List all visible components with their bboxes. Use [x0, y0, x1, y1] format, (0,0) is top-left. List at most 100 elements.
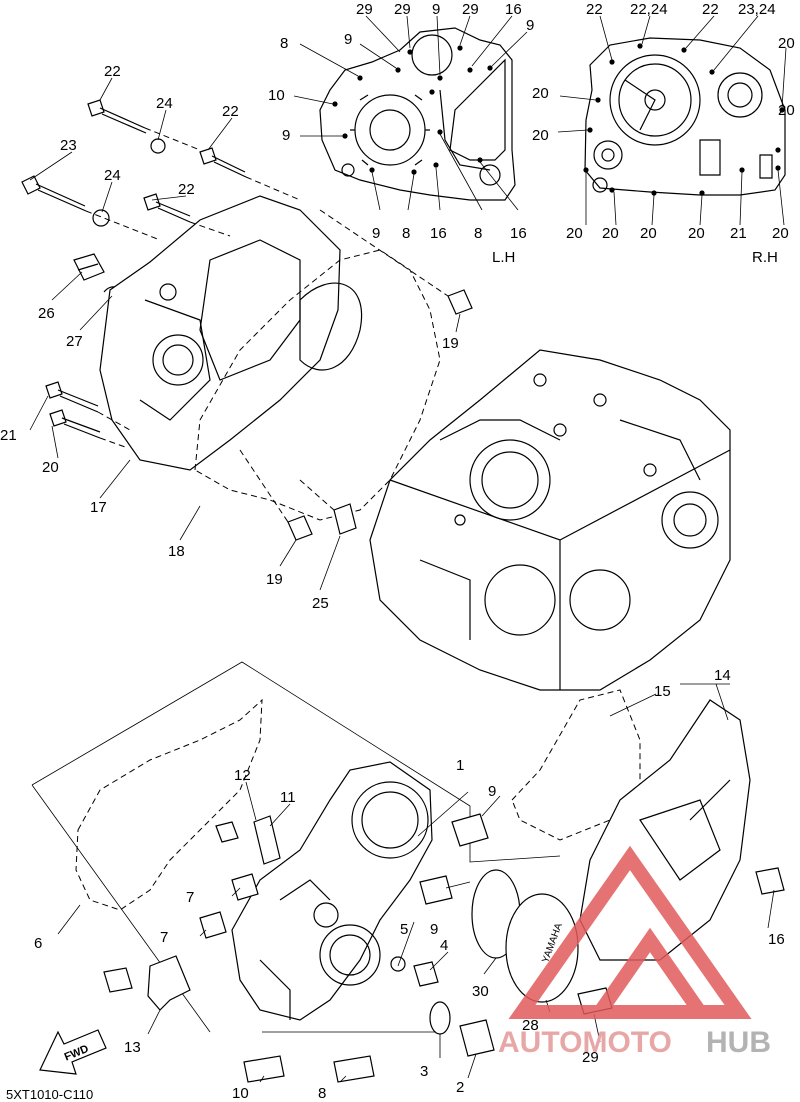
- bolt-22: [143, 193, 191, 223]
- callout-23: 23: [60, 137, 77, 154]
- callout-16: 16: [510, 225, 527, 242]
- bolt-20: [49, 409, 101, 439]
- callout-5: 5: [400, 921, 408, 938]
- callout-8: 8: [318, 1085, 326, 1102]
- callout-30: 30: [472, 983, 489, 1000]
- callout-20: 20: [778, 35, 795, 52]
- bolt-23: [21, 175, 87, 212]
- callout-26: 26: [38, 305, 55, 322]
- oring-3: [429, 1001, 451, 1035]
- bolt-21: [45, 381, 99, 413]
- callout-20: 20: [532, 85, 549, 102]
- callout-24: 24: [104, 167, 121, 184]
- callout-22: 22: [222, 103, 239, 120]
- callout-8: 8: [402, 225, 410, 242]
- dowel-7: [199, 911, 227, 939]
- callout-6: 6: [34, 935, 42, 952]
- callout-9: 9: [488, 783, 496, 800]
- callout-22: 22: [586, 1, 603, 18]
- callout-24: 24: [156, 95, 173, 112]
- callout-20: 20: [602, 225, 619, 242]
- plug-2: [459, 1019, 495, 1057]
- callout-14: 14: [714, 667, 731, 684]
- callout-9: 9: [432, 1, 440, 18]
- callout-22: 22: [178, 181, 195, 198]
- sensor-11: [253, 815, 281, 865]
- callout-1: 1: [456, 757, 464, 774]
- callout-9: 9: [344, 31, 352, 48]
- cover-15: [511, 689, 641, 841]
- bolt-9: [451, 813, 489, 847]
- callout-20: 20: [772, 225, 789, 242]
- dowel-19: [287, 515, 313, 541]
- cover-14: [579, 699, 751, 961]
- callout-2: 2: [456, 1079, 464, 1096]
- washer-24: [150, 138, 166, 154]
- callout-16: 16: [430, 225, 447, 242]
- fwd-arrow: FWD: [39, 1029, 107, 1075]
- callout-20: 20: [778, 102, 795, 119]
- callout-20: 20: [42, 459, 59, 476]
- callout-21: 21: [730, 225, 747, 242]
- callout-16: 16: [505, 1, 522, 18]
- callout-20: 20: [640, 225, 657, 242]
- callout-16: 16: [768, 931, 785, 948]
- callout-19: 19: [442, 335, 459, 352]
- cover-28: [505, 893, 579, 1003]
- callout-13: 13: [124, 1039, 141, 1056]
- generator-cover: [231, 761, 433, 1021]
- plug-26: [73, 253, 105, 281]
- rh-crankcase-view: 22 22,24 22 23,24 20 20 20 20 20 20 20 2…: [532, 1, 795, 266]
- cover-gasket-18: [194, 249, 441, 521]
- bolt-22: [199, 147, 247, 178]
- bracket-13: [147, 955, 191, 1011]
- callout-29: 29: [356, 1, 373, 18]
- diagram-code: 5XT1010-C110: [6, 1087, 93, 1102]
- callout-17: 17: [90, 499, 107, 516]
- lh-crankcase-view: 29 29 9 29 16 9 8 9 10 9 9 8 16 8 16 L.H: [268, 1, 534, 266]
- bolt-8: [333, 1055, 375, 1083]
- callout-9: 9: [430, 921, 438, 938]
- callout-20: 20: [532, 127, 549, 144]
- callout-29: 29: [582, 1049, 599, 1066]
- automotohub-watermark: AUTOMOTO HUB: [498, 845, 771, 1059]
- automotohub-logo-icon: [508, 845, 752, 1019]
- dowel-25: [333, 503, 357, 535]
- dowel-19: [447, 289, 473, 315]
- callout-4: 4: [440, 937, 448, 954]
- callout-29: 29: [462, 1, 479, 18]
- callout-11: 11: [280, 789, 296, 806]
- bolt-22: [87, 99, 147, 134]
- callout-3: 3: [420, 1063, 428, 1080]
- callout-28: 28: [522, 1017, 539, 1034]
- right-hand-label: R.H: [752, 249, 778, 266]
- callout-10: 10: [232, 1085, 249, 1102]
- callout-22-24: 22,24: [630, 1, 668, 18]
- callout-20: 20: [566, 225, 583, 242]
- bolt-9: [419, 875, 453, 905]
- gasket-6: [75, 698, 263, 911]
- washer-24: [92, 209, 110, 227]
- callout-22: 22: [104, 63, 121, 80]
- oring-5: [390, 956, 406, 972]
- crankcase-body: [369, 349, 731, 691]
- callout-10: 10: [268, 87, 285, 104]
- callout-27: 27: [66, 333, 83, 350]
- bolt-12: [215, 821, 239, 843]
- callout-7: 7: [160, 929, 168, 946]
- callout-9: 9: [526, 17, 534, 34]
- bolt-10: [243, 1055, 285, 1083]
- rh-cover: [99, 195, 341, 471]
- rh-crankcase-cover-assembly: 22 24 22 23 24 22 26 27 19 21 20 17 18 1…: [0, 63, 473, 612]
- callout-20: 20: [688, 225, 705, 242]
- watermark-text-auto: AUTOMOTO: [498, 1026, 672, 1059]
- bolt-16: [755, 867, 785, 895]
- left-hand-label: L.H: [492, 249, 515, 266]
- callout-7: 7: [186, 889, 194, 906]
- callout-18: 18: [168, 543, 185, 560]
- callout-19: 19: [266, 571, 283, 588]
- rh-bolt-dots: [583, 43, 785, 196]
- callout-29: 29: [394, 1, 411, 18]
- callout-22: 22: [702, 1, 719, 18]
